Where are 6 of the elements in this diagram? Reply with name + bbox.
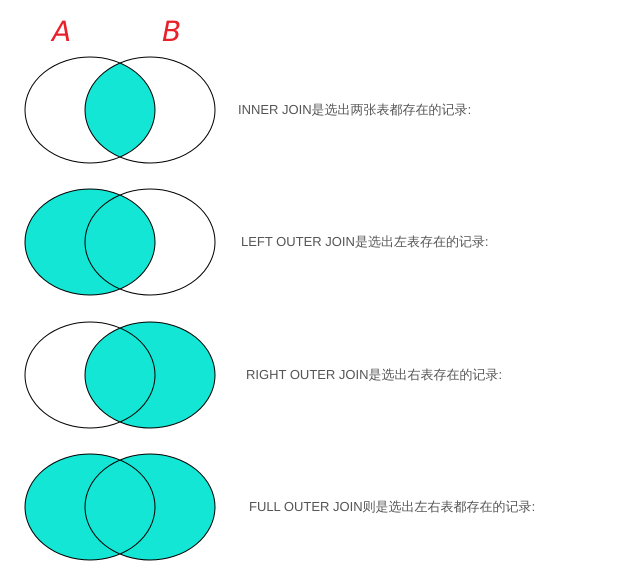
join-description: LEFT OUTER JOIN是选出左表存在的记录: xyxy=(241,234,488,250)
join-description: RIGHT OUTER JOIN是选出右表存在的记录: xyxy=(246,367,502,383)
join-description: FULL OUTER JOIN则是选出左右表都存在的记录: xyxy=(249,499,536,515)
join-description: INNER JOIN是选出两张表都存在的记录: xyxy=(238,102,472,118)
set-label: B xyxy=(162,18,182,46)
set-label: A xyxy=(52,18,72,46)
